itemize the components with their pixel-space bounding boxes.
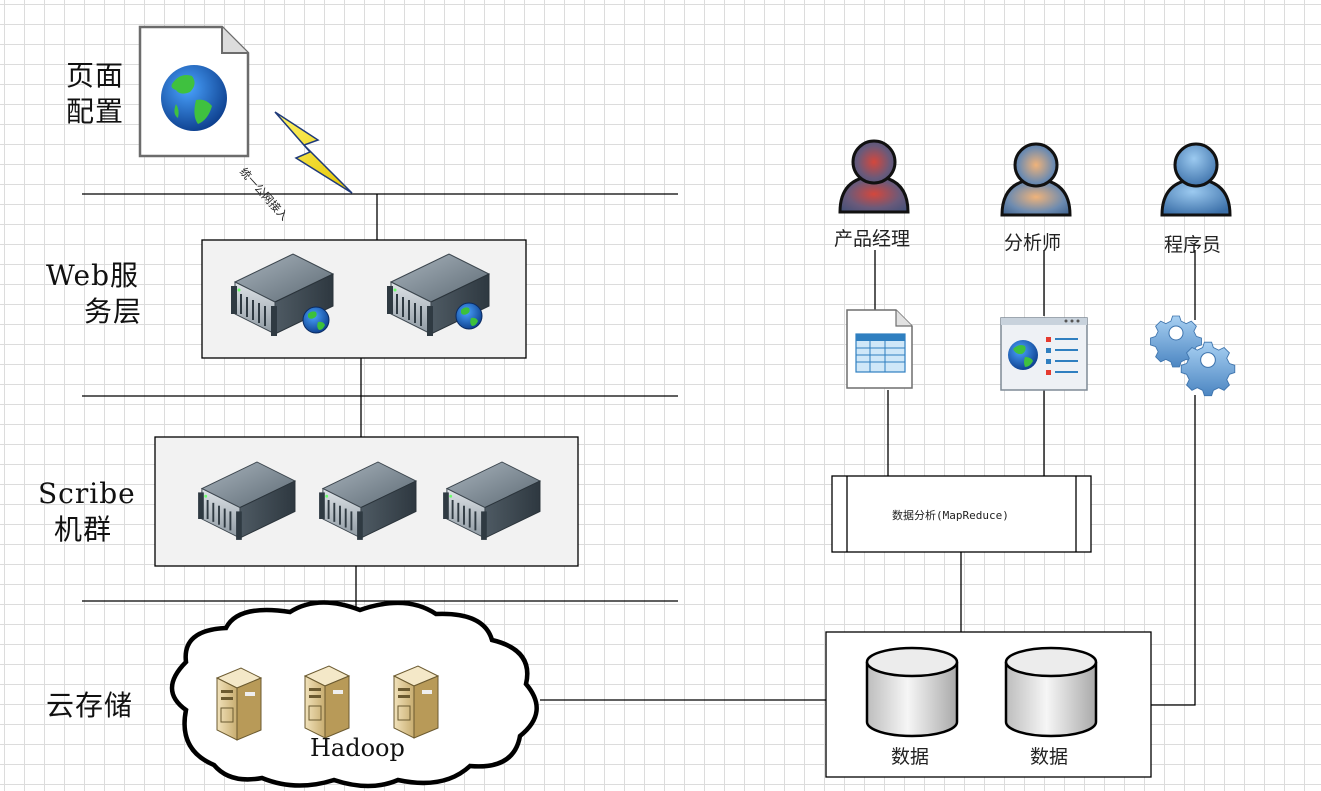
- hadoop-node-icon: [216, 667, 262, 741]
- layer-label-cloud-storage: 云存储: [46, 689, 134, 722]
- hadoop-node-icon: [304, 665, 350, 739]
- internet-link-bolt-icon: [274, 111, 353, 194]
- layer-label-line: Web服: [46, 259, 139, 292]
- layer-label-web-service: Web服 务层: [46, 258, 142, 330]
- layer-label-line: 务层: [84, 295, 143, 328]
- mapreduce-label: 数据分析(MapReduce): [892, 509, 1009, 522]
- web-page-document-icon: [138, 25, 250, 158]
- layer-label-line: 机群: [54, 513, 113, 546]
- hadoop-node-icon: [393, 665, 439, 739]
- connectors: [355, 194, 1196, 706]
- product-manager-person-icon: [838, 139, 910, 214]
- database-label: 数据: [891, 746, 930, 768]
- analytics-dashboard-window-icon: [1000, 317, 1088, 391]
- role-label-programmer: 程序员: [1164, 234, 1222, 256]
- database-cylinder-icon: [865, 646, 959, 738]
- database-label: 数据: [1030, 746, 1069, 768]
- layer-label-page-config: 页面 配置: [66, 58, 124, 130]
- layer-label-line: Scribe: [38, 477, 136, 510]
- layer-label-scribe: Scribe 机群: [38, 476, 136, 548]
- mapreduce-process-box: [831, 475, 1092, 553]
- layer-label-line: 配置: [66, 95, 125, 128]
- gears-icon: [1150, 315, 1236, 397]
- layer-label-line: 页面: [66, 59, 125, 92]
- hadoop-label: Hadoop: [310, 734, 405, 762]
- role-label-analyst: 分析师: [1004, 232, 1062, 254]
- report-table-document-icon: [846, 309, 913, 389]
- hadoop-cloud-shape: [169, 600, 539, 789]
- database-cylinder-icon: [1004, 646, 1098, 738]
- programmer-person-icon: [1160, 142, 1232, 217]
- role-label-product-manager: 产品经理: [834, 228, 911, 250]
- analyst-person-icon: [1000, 142, 1072, 217]
